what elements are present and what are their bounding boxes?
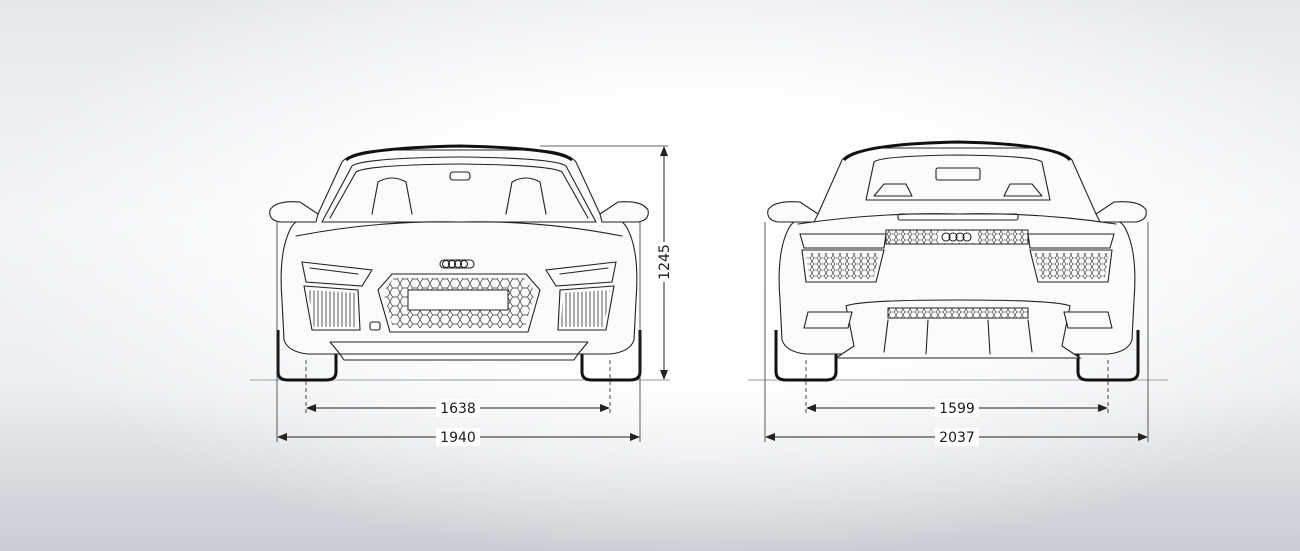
seat-left — [371, 177, 413, 215]
dimension-height: 1245 — [540, 145, 673, 380]
headlight-right — [545, 261, 617, 287]
dimension-rear-width: 2037 — [764, 222, 1149, 446]
taillight-right — [1027, 233, 1115, 249]
rear-view-mirror — [449, 171, 471, 181]
height-value: 1245 — [657, 244, 673, 280]
front-left-tire — [276, 330, 338, 382]
seat-right — [505, 177, 547, 215]
rear-width-value: 2037 — [939, 430, 975, 446]
dimension-rear-track: 1599 — [805, 360, 1109, 417]
exhaust-left — [803, 311, 853, 329]
side-mirror-right — [599, 201, 649, 223]
headlight-left — [301, 261, 373, 287]
rear-mirror-right — [1095, 201, 1147, 223]
car-front-view — [269, 144, 649, 382]
car-rear-view — [767, 140, 1147, 382]
rear-mirror-left — [767, 201, 819, 223]
front-roofline — [345, 144, 573, 162]
rear-track-value: 1599 — [939, 401, 975, 417]
hood-line — [295, 221, 623, 237]
taillight-left — [799, 233, 887, 249]
front-width-value: 1940 — [440, 430, 476, 446]
audi-rings-logo-rear — [938, 231, 978, 243]
audi-rings-logo-front — [439, 259, 475, 269]
rear-right-tire — [1076, 330, 1140, 382]
exhaust-right — [1063, 311, 1113, 329]
front-windshield — [321, 156, 597, 223]
engine-cover — [865, 154, 1051, 201]
front-track-value: 1638 — [440, 401, 476, 417]
rear-roofline — [842, 140, 1072, 162]
dimension-front-width: 1940 — [276, 222, 641, 446]
windshield-inner — [329, 163, 589, 219]
rear-left-tire — [774, 330, 838, 382]
side-mirror-left — [269, 201, 319, 223]
dimension-front-track: 1638 — [305, 360, 611, 417]
license-plate-front — [407, 289, 509, 311]
front-right-tire — [580, 330, 642, 382]
